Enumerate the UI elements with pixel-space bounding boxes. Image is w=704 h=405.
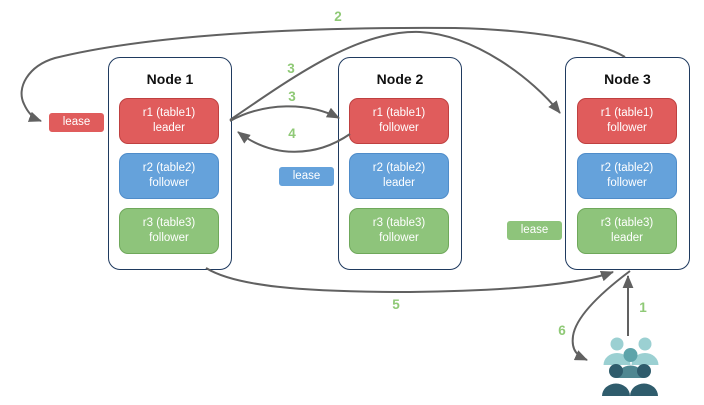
- lease-badge-table1: lease: [48, 112, 105, 133]
- node-3-title: Node 3: [604, 71, 651, 87]
- arrow-step4-node2-ack-to-leader: [237, 131, 351, 153]
- replica-label: r3 (table3): [142, 217, 196, 230]
- users-group-icon: [602, 337, 659, 396]
- step-label-3a: 3: [287, 61, 295, 76]
- replica-role: follower: [379, 232, 419, 244]
- node-1-title: Node 1: [146, 71, 194, 87]
- replica-label: r2 (table2): [372, 162, 426, 175]
- step-label-1: 1: [639, 300, 647, 315]
- step-label-5: 5: [392, 297, 400, 312]
- node-3: Node 3 r1 (table1) follower r2 (table2) …: [565, 57, 690, 270]
- replica-role: follower: [149, 232, 189, 244]
- step-label-3b: 3: [288, 89, 296, 104]
- step-label-6: 6: [558, 323, 566, 338]
- replica-role: leader: [611, 232, 643, 244]
- replica-role: follower: [607, 122, 647, 134]
- replica-role: leader: [383, 177, 415, 189]
- replica-label: r1 (table1): [142, 107, 196, 120]
- replica-role: follower: [149, 177, 189, 189]
- arrow-step3-leader-to-node2: [229, 105, 340, 122]
- replica-label: r3 (table3): [600, 217, 654, 230]
- replica-label: r2 (table2): [142, 162, 196, 175]
- node2-replica-r1: r1 (table1) follower: [349, 98, 449, 144]
- replica-label: r3 (table3): [372, 217, 426, 230]
- replica-role: follower: [379, 122, 419, 134]
- node1-replica-r3: r3 (table3) follower: [119, 208, 219, 254]
- node1-replica-r1: r1 (table1) leader: [119, 98, 219, 144]
- node-2: Node 2 r1 (table1) follower r2 (table2) …: [338, 57, 462, 270]
- replica-label: r2 (table2): [600, 162, 654, 175]
- lease-badge-table3: lease: [506, 220, 563, 241]
- lease-badge-table2: lease: [278, 166, 335, 187]
- step-label-4: 4: [288, 126, 296, 141]
- node-1: Node 1 r1 (table1) leader r2 (table2) fo…: [108, 57, 232, 270]
- node3-replica-r2: r2 (table2) follower: [577, 153, 677, 199]
- replica-role: follower: [607, 177, 647, 189]
- replica-label: r1 (table1): [372, 107, 426, 120]
- node3-replica-r3: r3 (table3) leader: [577, 208, 677, 254]
- node1-replica-r2: r2 (table2) follower: [119, 153, 219, 199]
- replica-role: leader: [153, 122, 185, 134]
- arrow-step6-node3-to-users: [571, 270, 631, 361]
- step-label-2: 2: [334, 9, 342, 24]
- node3-replica-r1: r1 (table1) follower: [577, 98, 677, 144]
- replica-label: r1 (table1): [600, 107, 654, 120]
- node2-replica-r2: r2 (table2) leader: [349, 153, 449, 199]
- arrow-step5-node1-to-node3: [205, 267, 614, 294]
- node-2-title: Node 2: [376, 71, 424, 87]
- node2-replica-r3: r3 (table3) follower: [349, 208, 449, 254]
